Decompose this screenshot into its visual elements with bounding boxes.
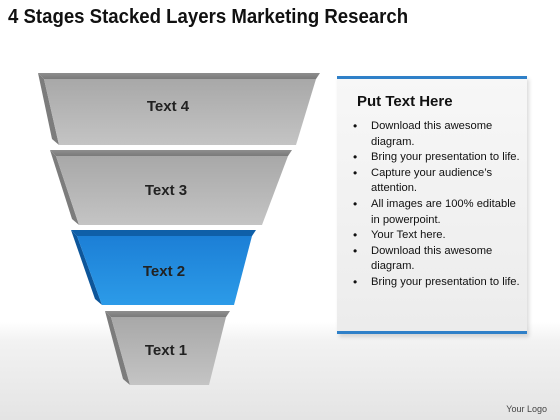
stage-4-label: Text 4 — [147, 98, 190, 115]
bullet-item: All images are 100% editable in powerpoi… — [353, 197, 523, 228]
bullet-list: Download this awesome diagram. Bring you… — [353, 119, 523, 291]
text-panel: Put Text Here Download this awesome diag… — [337, 76, 527, 334]
bullet-item: Bring your presentation to life. — [353, 150, 523, 166]
logo-text: Your Logo — [506, 404, 547, 414]
stage-4-layer: Text 4 — [38, 73, 320, 145]
stage-3-label: Text 3 — [145, 182, 187, 199]
bullet-item: Your Text here. — [353, 228, 523, 244]
bullet-item: Bring your presentation to life. — [353, 275, 523, 291]
bullet-item: Download this awesome diagram. — [353, 119, 523, 150]
panel-title: Put Text Here — [357, 93, 453, 110]
bullet-item: Download this awesome diagram. — [353, 244, 523, 275]
stage-3-layer: Text 3 — [50, 150, 292, 225]
stage-2-layer: Text 2 — [71, 230, 256, 305]
stage-2-label: Text 2 — [143, 263, 185, 280]
page-title: 4 Stages Stacked Layers Marketing Resear… — [8, 6, 409, 28]
stage-1-label: Text 1 — [145, 342, 187, 359]
bullet-item: Capture your audience’s attention. — [353, 166, 523, 197]
stage-1-layer: Text 1 — [105, 311, 230, 385]
background-floor — [0, 322, 560, 420]
